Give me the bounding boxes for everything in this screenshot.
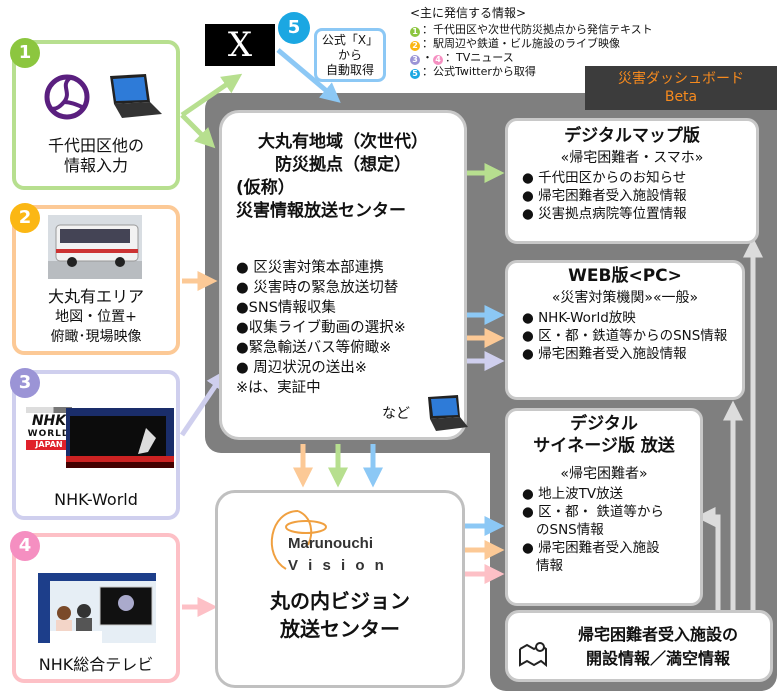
disaster-broadcast-center: 大丸有地域（次世代） 防災拠点（想定） (仮称） 災害情報放送センター ● 区災… <box>219 110 468 440</box>
callout-line: 自動取得 <box>325 63 374 77</box>
mv-logo-line2: V i s i o n <box>288 557 387 574</box>
legend-item: 5：公式Twitterから取得 <box>410 65 653 79</box>
signage-box: デジタル サイネージ版 放送 «帰宅困難者» ● 地上波TV放送 ● 区・都・ … <box>505 408 703 606</box>
dashboard-subtitle: Beta <box>664 89 698 105</box>
source-4-box: 4 NHK総合テレビ <box>10 531 180 683</box>
digital-map-subtitle: «帰宅困難者・スマホ» <box>560 150 704 166</box>
badge-2: 2 <box>10 203 40 233</box>
signage-bullets: ● 地上波TV放送 ● 区・都・ 鉄道等からのSNS情報 ● 帰宅困難者受入施設… <box>508 485 672 575</box>
web-box: WEB版<PC> «災害対策機関»«一般» ● NHK-World放映 ● 区・… <box>505 260 745 400</box>
arrow-facility-to-signage <box>695 507 721 612</box>
badge-3-icon: 3 <box>410 55 420 65</box>
facility-title: 帰宅困難者受入施設の 開設情報／満空情報 <box>577 625 738 668</box>
x-callout: 公式「X」 から 自動取得 <box>314 28 386 82</box>
source-4-label: NHK総合テレビ <box>38 655 154 674</box>
source-1-box: 1 千代田区他の 情報入力 <box>10 38 180 190</box>
arrow-1-to-center <box>180 113 216 149</box>
badge-2-icon: 2 <box>410 41 420 51</box>
legend-text: ：公式Twitterから取得 <box>422 65 536 78</box>
badge-5-icon: 5 <box>410 69 420 79</box>
badge-4: 4 <box>10 531 40 561</box>
legend-text: ：駅周辺や鉄道・ビル施設のライブ映像 <box>422 37 620 50</box>
source-2-box: 2 大丸有エリア 地図・位置+ 俯瞰･現場映像 <box>10 203 180 355</box>
web-bullets: ● NHK-World放映 ● 区・都・鉄道等からのSNS情報 ● 帰宅困難者受… <box>508 309 732 363</box>
callout-line: から <box>337 48 362 62</box>
legend-text: ：TVニュース <box>445 51 514 64</box>
legend-item: 1：千代田区や次世代防災拠点から発信テキスト <box>410 23 653 37</box>
list-item: ●緊急輸送バス等俯瞰※ <box>236 340 392 356</box>
list-item: ● 災害時の緊急放送切替 <box>236 280 399 296</box>
list-item: ● 区災害対策本部連携 <box>236 260 384 276</box>
web-title: WEB版<PC> <box>568 266 682 286</box>
nhk-tv-screen-icon <box>38 573 156 643</box>
list-item: ●SNS情報収集 <box>236 300 336 316</box>
digital-map-title: デジタルマップ版 <box>564 126 700 146</box>
source-1-label: 千代田区他の 情報入力 <box>47 136 144 175</box>
list-item: ● 区・都・鉄道等からのSNS情報 <box>522 328 728 344</box>
mv-logo-line1: Marunouchi <box>288 535 373 552</box>
web-subtitle: «災害対策機関»«一般» <box>551 290 699 306</box>
list-item: ● 災害拠点病院等位置情報 <box>522 206 687 222</box>
center-note: ※は、実証中 <box>236 380 321 396</box>
signage-title: デジタル サイネージ版 放送 <box>533 414 675 456</box>
list-item: ● 区・都・ 鉄道等からのSNS情報 <box>522 504 664 538</box>
x-logo: X <box>205 24 275 66</box>
arrow-3-to-center <box>179 369 227 437</box>
list-item: ● 周辺状況の送出※ <box>236 360 367 376</box>
dashboard-title: 災害ダッシュボード <box>618 71 744 87</box>
list-item: ● 帰宅困難者受入施設情報 <box>522 540 660 574</box>
marunouchi-vision-logo-icon <box>270 510 327 570</box>
center-bullets: ● 区災害対策本部連携 ● 災害時の緊急放送切替 ●SNS情報収集 ●収集ライブ… <box>236 258 406 398</box>
mv-title: 丸の内ビジョン 放送センター <box>270 589 410 641</box>
legend: <主に発信する情報> 1：千代田区や次世代防災拠点から発信テキスト 2：駅周辺や… <box>410 6 653 79</box>
legend-item: 2：駅周辺や鉄道・ビル施設のライブ映像 <box>410 37 653 51</box>
source-3-box: 3 NHK WORLD JAPAN NHK-World <box>10 368 180 520</box>
list-item: ● 帰宅困難者受入施設情報 <box>522 346 687 362</box>
list-item: ●収集ライブ動画の選択※ <box>236 320 406 336</box>
badge-1-icon: 1 <box>410 27 420 37</box>
digital-map-box: デジタルマップ版 «帰宅困難者・スマホ» ● 千代田区からのお知らせ ● 帰宅困… <box>505 118 759 244</box>
arrow-x-to-center <box>276 48 341 103</box>
center-title: 大丸有地域（次世代） 防災拠点（想定） (仮称） 災害情報放送センター <box>236 132 428 221</box>
arrow-1-to-x <box>180 73 243 118</box>
chiyoda-emblem-icon <box>44 74 90 120</box>
callout-line: 公式「X」 <box>321 33 379 47</box>
badge-3: 3 <box>10 368 40 398</box>
legend-item: 3・4：TVニュース <box>410 51 653 65</box>
badge-5: 5 <box>278 12 310 44</box>
nhk-world-logo: NHK WORLD JAPAN <box>26 407 72 457</box>
digital-map-bullets: ● 千代田区からのお知らせ ● 帰宅困難者受入施設情報 ● 災害拠点病院等位置情… <box>508 169 756 223</box>
center-etc: など <box>382 406 410 422</box>
nhk-world-screen-icon <box>66 408 174 468</box>
laptop-icon <box>428 395 468 431</box>
list-item: ● 帰宅困難者受入施設情報 <box>522 188 687 204</box>
marunouchi-vision-box: Marunouchi V i s i o n 丸の内ビジョン 放送センター <box>215 490 465 688</box>
list-item: ● 地上波TV放送 <box>522 486 624 502</box>
dashboard-label: 災害ダッシュボード Beta <box>585 66 777 110</box>
laptop-icon <box>110 74 162 118</box>
signage-subtitle: «帰宅困難者» <box>560 466 648 482</box>
map-pin-icon <box>519 642 547 667</box>
source-2-label: 大丸有エリア 地図・位置+ 俯瞰･現場映像 <box>47 287 144 345</box>
facility-info-box: 帰宅困難者受入施設の 開設情報／満空情報 <box>505 610 773 682</box>
legend-text: ：千代田区や次世代防災拠点から発信テキスト <box>422 23 653 36</box>
source-3-label: NHK-World <box>54 490 138 509</box>
list-item: ● NHK-World放映 <box>522 310 636 326</box>
legend-title: <主に発信する情報> <box>410 6 527 20</box>
badge-1: 1 <box>10 38 40 68</box>
badge-4-icon: 4 <box>433 55 443 65</box>
bus-photo-icon <box>48 215 142 279</box>
list-item: ● 千代田区からのお知らせ <box>522 170 687 186</box>
